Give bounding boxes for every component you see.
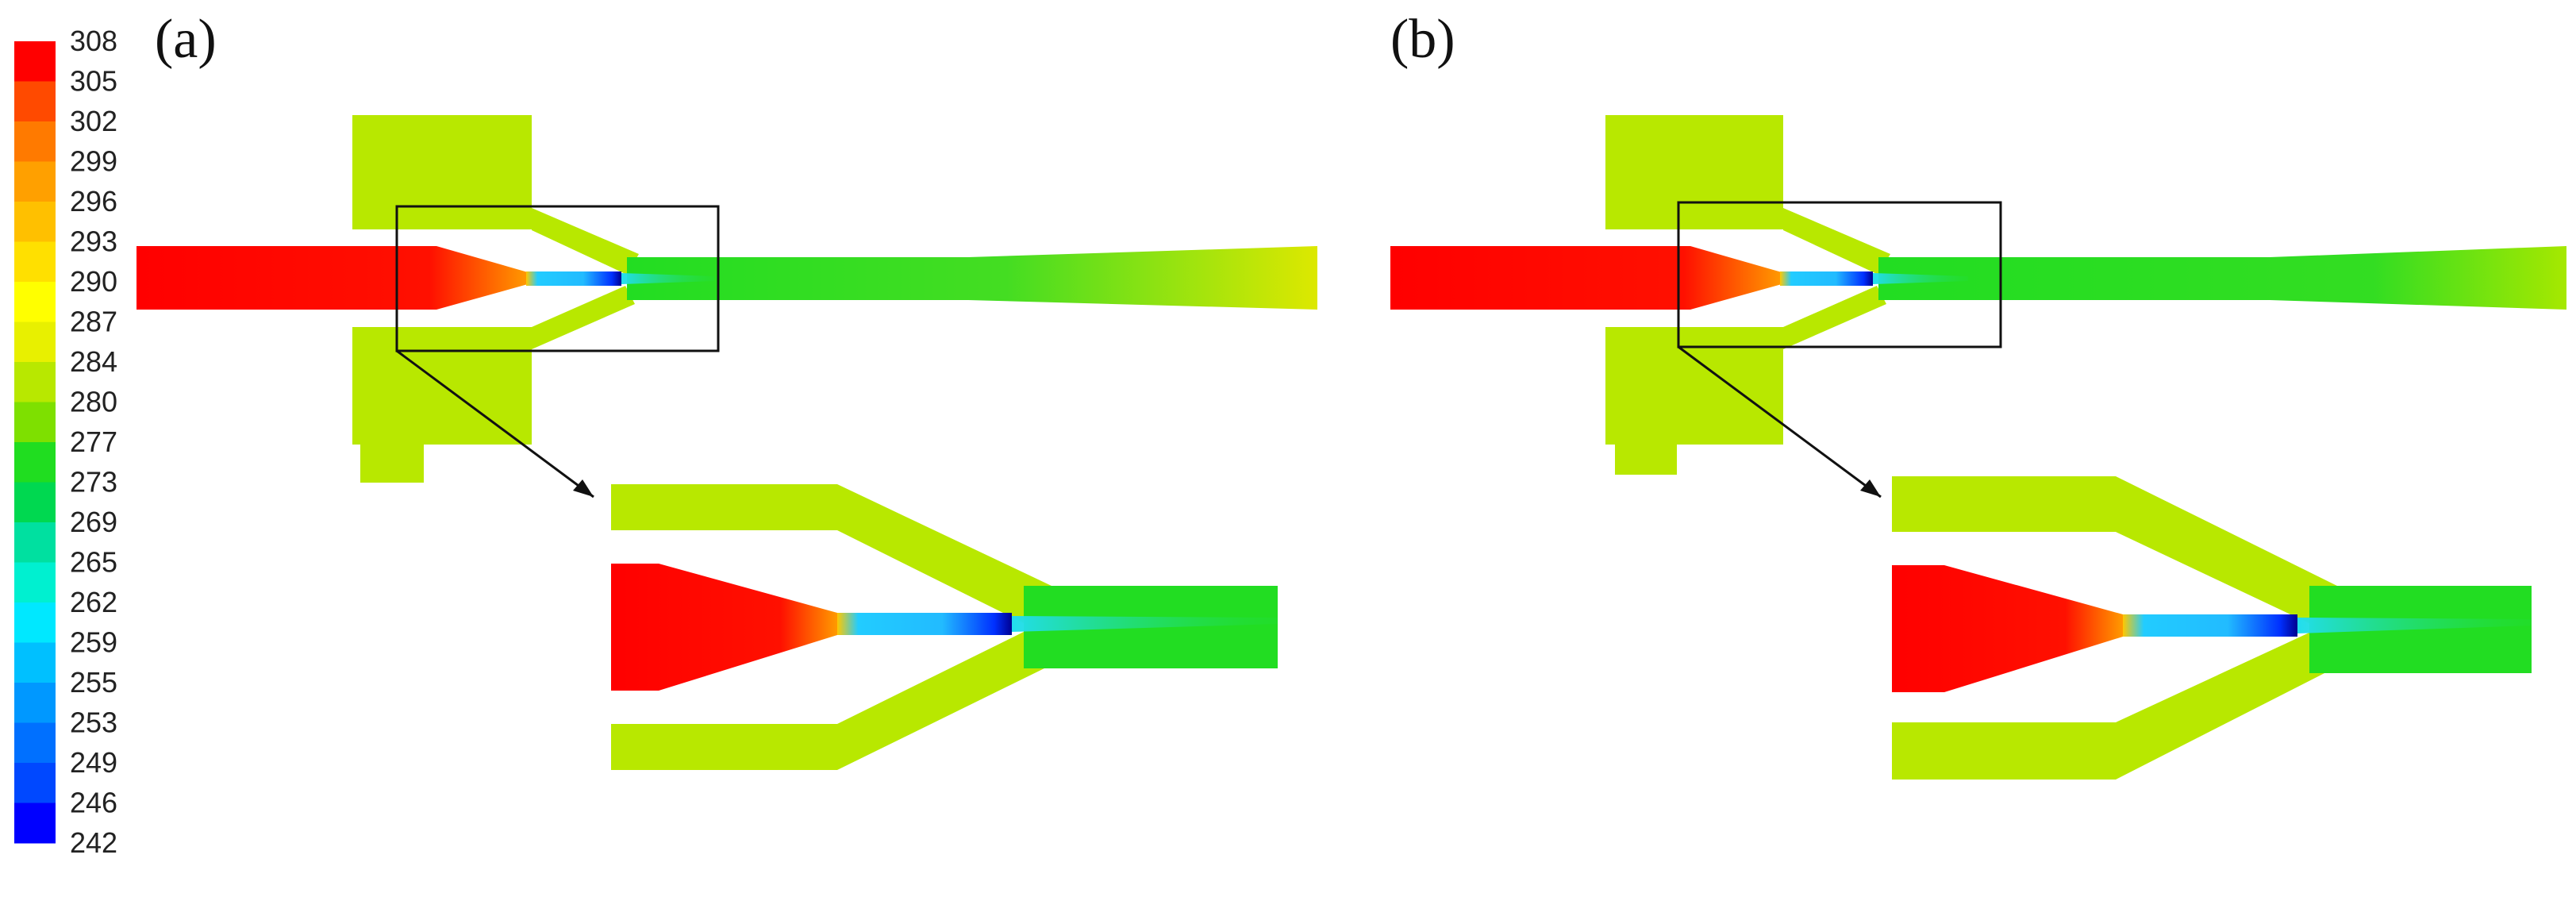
- colorbar-tick-label: 265: [70, 546, 117, 579]
- zoom-arrow-b: [1678, 345, 1882, 499]
- colorbar-tick-label: 246: [70, 787, 117, 819]
- panel-a: (a): [136, 9, 1317, 770]
- colorbar-swatch: [14, 121, 56, 162]
- jet-core-b: [1873, 273, 1968, 284]
- mixing-diffuser-b: [1878, 246, 2566, 310]
- nozzle-throat-a: [526, 271, 621, 286]
- zoom-nozzle-a: [611, 564, 837, 691]
- colorbar-swatch: [14, 763, 56, 803]
- colorbar-tick-label: 280: [70, 386, 117, 418]
- colorbar-tick-label: 284: [70, 345, 117, 378]
- temperature-colorbar: 308 305 302 299 296 293 290 287 284 280 277 273 269 2…: [14, 25, 117, 859]
- panel-label-a: (a): [155, 9, 217, 70]
- colorbar-swatch: [14, 241, 56, 283]
- colorbar-tick-label: 287: [70, 306, 117, 338]
- zoom-upper-channel-b: [2116, 476, 2337, 627]
- zoomed-view-b: [1892, 476, 2532, 780]
- upper-chamber-b: [1605, 115, 1783, 229]
- zoom-jet-core-b: [2297, 618, 2532, 633]
- colorbar-swatch: [14, 202, 56, 242]
- primary-nozzle-a: [136, 246, 528, 310]
- colorbar-tick-label: 302: [70, 105, 117, 137]
- panel-label-b: (b): [1390, 9, 1455, 70]
- colorbar-swatch: [14, 683, 56, 723]
- colorbar-swatch: [14, 522, 56, 563]
- zoom-upper-channel-a: [837, 484, 1052, 627]
- colorbar-swatch: [14, 362, 56, 402]
- panel-b: (b): [1390, 9, 2566, 780]
- lower-suction-channel-a: [532, 286, 635, 349]
- zoom-mixing-b: [2309, 586, 2532, 673]
- colorbar-swatch: [14, 41, 56, 82]
- zoom-throat-a: [837, 613, 1012, 635]
- colorbar-swatch: [14, 161, 56, 202]
- primary-nozzle-b: [1390, 246, 1782, 310]
- zoom-throat-b: [2123, 614, 2297, 637]
- outlet-stub-a: [360, 445, 424, 483]
- ejector-geometry-b: [1390, 115, 2566, 499]
- lower-suction-channel-b: [1783, 286, 1886, 349]
- colorbar-tick-label: 299: [70, 145, 117, 178]
- zoom-upper-wall-a: [611, 484, 837, 530]
- nozzle-throat-b: [1780, 271, 1873, 286]
- colorbar-tick-label: 273: [70, 466, 117, 499]
- colorbar-tick-label: 253: [70, 706, 117, 739]
- colorbar-tick-label: 290: [70, 265, 117, 298]
- zoom-lower-wall-b: [1892, 722, 2116, 780]
- zoom-lower-channel-b: [2116, 632, 2329, 780]
- colorbar-tick-label: 262: [70, 586, 117, 618]
- upper-suction-channel-b: [1783, 208, 1890, 275]
- colorbar-tick-label: 296: [70, 185, 117, 218]
- colorbar-swatch: [14, 402, 56, 443]
- colorbar-tick-label: 277: [70, 425, 117, 458]
- zoom-jet-core-a: [1012, 616, 1278, 632]
- colorbar-swatch: [14, 321, 56, 363]
- colorbar-tick-label: 259: [70, 626, 117, 659]
- colorbar-swatch: [14, 282, 56, 322]
- upper-chamber-a: [352, 115, 532, 229]
- colorbar-swatch: [14, 803, 56, 844]
- ejector-geometry-a: [136, 115, 1317, 499]
- colorbar-swatch: [14, 722, 56, 764]
- lower-chamber-b: [1605, 327, 1783, 445]
- colorbar-tick-label: 305: [70, 65, 117, 98]
- mixing-diffuser-a: [627, 246, 1317, 310]
- zoom-arrowhead-b: [1860, 479, 1881, 497]
- zoom-upper-wall-b: [1892, 476, 2116, 532]
- zoom-lower-wall-a: [611, 724, 837, 770]
- zoom-nozzle-b: [1892, 565, 2123, 692]
- zoom-lower-channel-a: [837, 629, 1048, 770]
- colorbar-tick-label: 249: [70, 746, 117, 779]
- colorbar-swatch: [14, 642, 56, 683]
- outlet-stub-b: [1615, 445, 1677, 475]
- colorbar-swatch: [14, 81, 56, 122]
- jet-core-a: [621, 273, 714, 284]
- zoomed-view-a: [611, 484, 1278, 770]
- zoom-arrowhead-a: [573, 479, 594, 497]
- colorbar-tick-label: 242: [70, 826, 117, 859]
- colorbar-swatch: [14, 442, 56, 483]
- upper-suction-channel-a: [532, 208, 639, 275]
- colorbar-swatch: [14, 562, 56, 603]
- zoom-box-a: [395, 205, 720, 352]
- colorbar-tick-label: 308: [70, 25, 117, 57]
- colorbar-tick-label: 255: [70, 666, 117, 699]
- colorbar-tick-label: 293: [70, 225, 117, 258]
- zoom-box-b: [1677, 201, 2002, 348]
- colorbar-swatch: [14, 482, 56, 523]
- colorbar-swatch: [14, 602, 56, 643]
- zoom-arrow-a: [396, 349, 594, 499]
- colorbar-tick-label: 269: [70, 506, 117, 538]
